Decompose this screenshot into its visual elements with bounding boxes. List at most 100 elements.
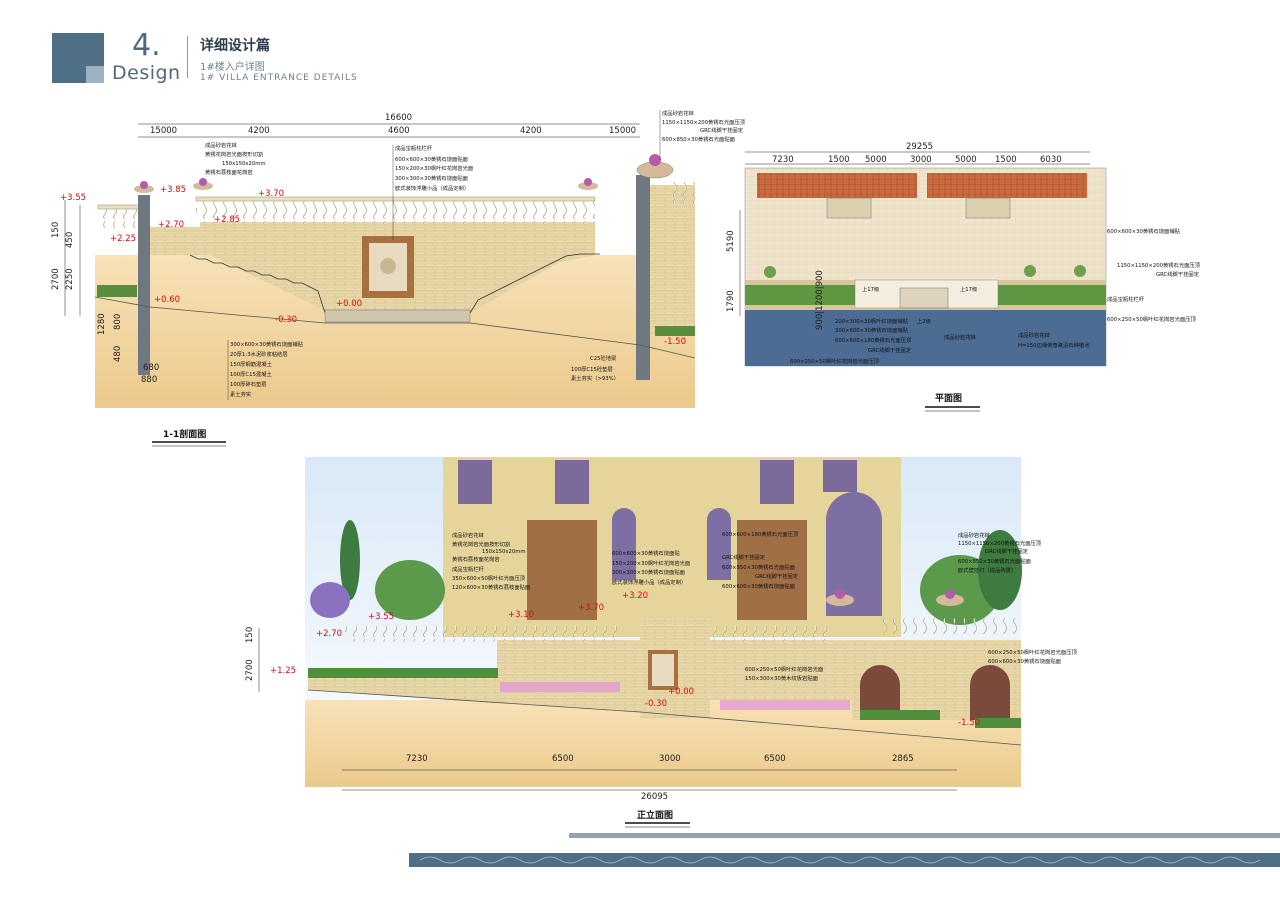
section-height-3: 2700	[51, 268, 61, 290]
svg-text:5000: 5000	[865, 155, 887, 165]
svg-text:600×600×30黄锈石烧面贴: 600×600×30黄锈石烧面贴	[612, 549, 680, 557]
section-height-4: 2250	[65, 268, 75, 290]
svg-text:600×250×50枫叶红花岗岩光面: 600×250×50枫叶红花岗岩光面	[745, 665, 823, 673]
svg-text:200×300×30枫叶红烧面铺贴: 200×300×30枫叶红烧面铺贴	[835, 317, 909, 325]
svg-text:1500: 1500	[995, 155, 1017, 165]
svg-text:H=150边缘倒角路沿石种植池: H=150边缘倒角路沿石种植池	[1018, 341, 1090, 349]
svg-text:1150×1150×200黄锈石光面压顶: 1150×1150×200黄锈石光面压顶	[1117, 261, 1201, 269]
brand-logo-accent	[86, 66, 104, 83]
section-width-3: 4600	[388, 126, 410, 136]
svg-text:成品砂岩花钵: 成品砂岩花钵	[1018, 331, 1050, 339]
section-levels: +3.55 +3.85 +3.70 +2.70 +2.85 +2.25 +0.6…	[60, 185, 686, 347]
svg-text:黄锈花岗岩光面按形切割: 黄锈花岗岩光面按形切割	[452, 540, 510, 548]
svg-text:+3.70: +3.70	[578, 603, 604, 613]
svg-text:GRC线脚干挂固定: GRC线脚干挂固定	[868, 346, 912, 354]
svg-text:成品砂岩花钵: 成品砂岩花钵	[958, 531, 990, 539]
svg-text:900|1200|900: 900|1200|900	[815, 270, 825, 330]
svg-text:+3.55: +3.55	[368, 612, 394, 622]
section-height-6: 800	[113, 314, 123, 330]
svg-text:欧式装饰浮雕小品（成品定制）: 欧式装饰浮雕小品（成品定制）	[395, 184, 469, 192]
svg-text:100厚碎石垫层: 100厚碎石垫层	[230, 380, 267, 388]
level-0.00: +0.00	[336, 299, 362, 309]
svg-text:2700: 2700	[245, 659, 255, 681]
svg-text:300×600×30黄锈石烧面铺贴: 300×600×30黄锈石烧面铺贴	[230, 340, 304, 348]
svg-text:黄锈石荔枝面花岗岩: 黄锈石荔枝面花岗岩	[452, 555, 500, 563]
section-width-4: 4200	[520, 126, 542, 136]
chapter-word: Design	[112, 62, 181, 84]
svg-text:素土夯实: 素土夯实	[230, 390, 251, 398]
level-3.70: +3.70	[258, 189, 284, 199]
svg-text:29255: 29255	[906, 142, 933, 152]
svg-text:600×850×30黄锈石光面贴面: 600×850×30黄锈石光面贴面	[662, 135, 735, 143]
svg-text:600×600×30黄锈石烧面铺贴: 600×600×30黄锈石烧面铺贴	[1107, 227, 1181, 235]
svg-text:GRC线脚干挂固定: GRC线脚干挂固定	[755, 572, 799, 580]
section-width-5: 15000	[609, 126, 636, 136]
svg-text:6500: 6500	[552, 754, 574, 764]
svg-text:150×200×30枫叶红花岗岩光面: 150×200×30枫叶红花岗岩光面	[612, 559, 690, 567]
svg-text:6500: 6500	[764, 754, 786, 764]
svg-text:300×300×30黄锈石烧面贴面: 300×300×30黄锈石烧面贴面	[395, 174, 468, 182]
svg-text:+2.70: +2.70	[316, 629, 342, 639]
section-width-2: 4200	[248, 126, 270, 136]
footer-decoration	[409, 833, 1280, 867]
svg-text:GRC线脚干挂固定: GRC线脚干挂固定	[722, 553, 766, 561]
svg-text:100厚C15混凝土: 100厚C15混凝土	[230, 370, 272, 378]
svg-text:300×600×30黄锈石烧面铺贴: 300×600×30黄锈石烧面铺贴	[835, 326, 909, 334]
svg-text:150: 150	[245, 627, 255, 643]
svg-text:上17级: 上17级	[960, 285, 978, 293]
chapter-number: 4.	[132, 28, 161, 63]
section-dims: 16600 15000 4200 4600 4200 15000 150 450…	[51, 113, 640, 385]
section-height-2: 450	[65, 232, 75, 248]
svg-text:1790: 1790	[726, 290, 736, 312]
section-height-1: 150	[51, 222, 61, 238]
svg-text:成品砂岩花钵: 成品砂岩花钵	[662, 109, 694, 117]
svg-text:-1.50: -1.50	[958, 718, 980, 728]
section-total-width: 16600	[385, 113, 412, 123]
svg-text:黄锈花岗岩光面按形切割: 黄锈花岗岩光面按形切割	[205, 150, 263, 158]
svg-text:150x150x20mm: 150x150x20mm	[482, 549, 526, 555]
elevation-caption: 正立面图	[637, 809, 673, 821]
svg-text:150×300×30黄木纹板岩贴面: 150×300×30黄木纹板岩贴面	[745, 674, 818, 682]
level-2.85: +2.85	[214, 215, 240, 225]
svg-text:1150×1150×200黄锈石光面压顶: 1150×1150×200黄锈石光面压顶	[662, 118, 746, 126]
svg-text:成品宝瓶栏杆: 成品宝瓶栏杆	[452, 565, 484, 573]
plan-caption: 平面图	[935, 393, 962, 404]
elevation-dims: 7230 6500 3000 6500 2865 26095 150 2700	[245, 627, 957, 802]
svg-text:+3.20: +3.20	[622, 591, 648, 601]
svg-text:上17级: 上17级	[862, 285, 880, 293]
level-minus-0.30: -0.30	[275, 315, 297, 325]
svg-text:2865: 2865	[892, 754, 914, 764]
svg-text:成品宝瓶柱栏杆: 成品宝瓶柱栏杆	[1107, 295, 1145, 303]
svg-text:150厚钢筋混凝土: 150厚钢筋混凝土	[230, 360, 273, 368]
svg-text:600×600×30黄锈石烧面贴面: 600×600×30黄锈石烧面贴面	[988, 657, 1061, 665]
svg-text:3000: 3000	[910, 155, 932, 165]
elevation-drawing	[305, 457, 1022, 787]
svg-text:5190: 5190	[726, 230, 736, 252]
svg-text:350×600×50枫叶红光面压顶: 350×600×50枫叶红光面压顶	[452, 574, 526, 582]
section-base-1: 680	[143, 363, 159, 373]
elevation-levels: +3.55 +2.70 +1.25 +3.10 +3.70 +3.20 +0.0…	[270, 591, 980, 728]
svg-text:600×850×30黄锈石光面贴面: 600×850×30黄锈石光面贴面	[722, 563, 795, 571]
svg-text:1500: 1500	[828, 155, 850, 165]
svg-text:100厚C15砼垫层: 100厚C15砼垫层	[571, 365, 613, 373]
svg-text:600×250×50枫叶红花岗岩光面压顶: 600×250×50枫叶红花岗岩光面压顶	[790, 357, 880, 365]
svg-text:600×600×180黄锈石光面压顶: 600×600×180黄锈石光面压顶	[835, 336, 912, 344]
svg-text:GRC线脚干挂固定: GRC线脚干挂固定	[985, 547, 1029, 555]
svg-text:成品砂岩花钵: 成品砂岩花钵	[452, 531, 484, 539]
svg-text:成品砂岩花钵: 成品砂岩花钵	[944, 333, 976, 341]
svg-text:GRC线脚干挂固定: GRC线脚干挂固定	[1156, 270, 1200, 278]
level-2.70: +2.70	[158, 220, 184, 230]
svg-text:黄锈石荔枝面花岗岩: 黄锈石荔枝面花岗岩	[205, 168, 253, 176]
header-divider	[187, 36, 188, 78]
svg-text:上2级: 上2级	[917, 317, 932, 325]
svg-text:+0.00: +0.00	[668, 687, 694, 697]
elevation-notes: 成品砂岩花钵 黄锈花岗岩光面按形切割 150x150x20mm 黄锈石荔枝面花岗…	[452, 530, 1078, 682]
page-subtitle-en: 1# VILLA ENTRANCE DETAILS	[200, 73, 358, 83]
svg-text:+3.10: +3.10	[508, 610, 534, 620]
plan-dims: 29255 7230 1500 5000 3000 5000 1500 6030…	[726, 142, 1090, 330]
section-drawing	[94, 154, 696, 408]
svg-text:600×250×50枫叶红花岗岩光面压顶: 600×250×50枫叶红花岗岩光面压顶	[988, 648, 1078, 656]
plan-drawing	[744, 167, 1107, 367]
svg-text:120×600×30黄锈石荔枝面贴面: 120×600×30黄锈石荔枝面贴面	[452, 583, 530, 591]
